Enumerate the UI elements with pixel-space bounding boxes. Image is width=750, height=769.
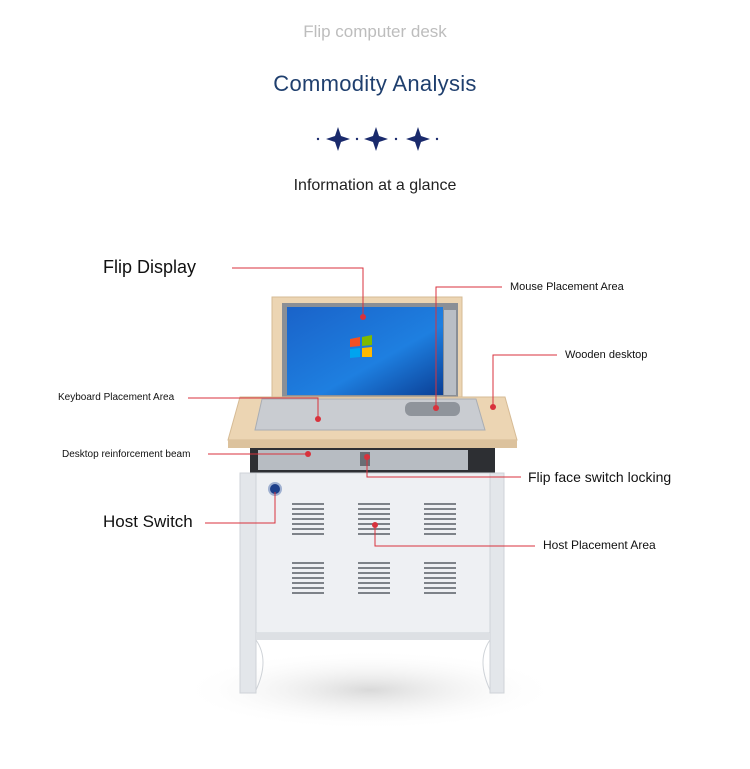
subtitle: Information at a glance bbox=[293, 177, 457, 194]
callout-host-area: Host Placement Area bbox=[543, 538, 656, 552]
callout-keyboard-area: Keyboard Placement Area bbox=[58, 392, 175, 403]
windows-logo-icon bbox=[350, 335, 372, 358]
callout-flip-display: Flip Display bbox=[103, 257, 197, 277]
vent-grille bbox=[292, 503, 324, 535]
star-icon bbox=[406, 127, 430, 151]
star-divider bbox=[316, 127, 439, 151]
vent-grille bbox=[424, 503, 456, 535]
vent-grille bbox=[358, 562, 390, 594]
callout-switch-locking: Flip face switch locking bbox=[528, 469, 672, 485]
vent-grille bbox=[424, 562, 456, 594]
product-name: Flip computer desk bbox=[303, 22, 447, 41]
callout-host-switch: Host Switch bbox=[103, 512, 193, 531]
vent-grille bbox=[292, 562, 324, 594]
callout-reinforcement-beam: Desktop reinforcement beam bbox=[62, 449, 191, 460]
section-title: Commodity Analysis bbox=[273, 71, 477, 96]
callout-wooden-desktop: Wooden desktop bbox=[565, 349, 648, 361]
star-icon bbox=[364, 127, 388, 151]
callout-dots bbox=[305, 314, 496, 528]
callout-mouse-area: Mouse Placement Area bbox=[510, 281, 624, 293]
star-icon bbox=[326, 127, 350, 151]
callout-lines bbox=[188, 267, 557, 547]
